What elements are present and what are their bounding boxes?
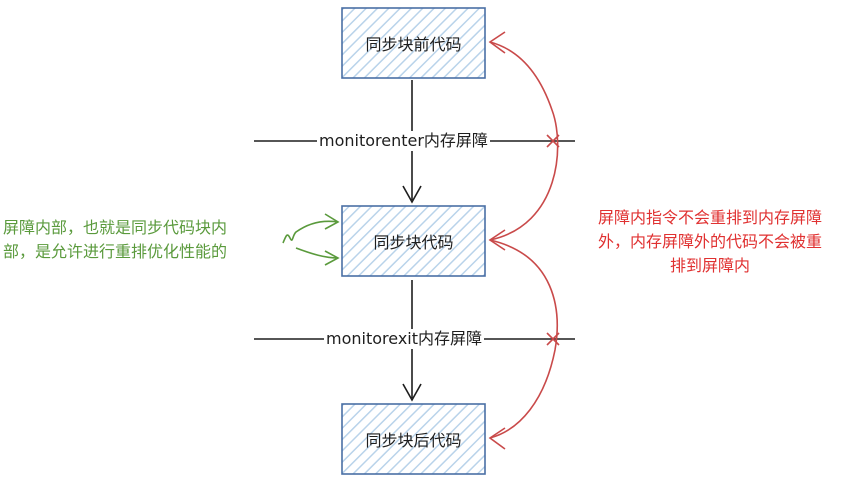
box-inside-label: 同步块代码 bbox=[373, 233, 454, 252]
box-after-label: 同步块后代码 bbox=[365, 431, 462, 450]
exit-barrier-label: monitorexit内存屏障 bbox=[324, 329, 485, 349]
box-inside-shape bbox=[341, 205, 486, 277]
green-note-line1: 屏障内部，也就是同步代码块内 bbox=[3, 218, 228, 237]
box-before-label: 同步块前代码 bbox=[365, 35, 462, 54]
red-note: 屏障内指令不会重排到内存屏障 外，内存屏障外的代码不会被重 排到屏障内 bbox=[572, 206, 848, 278]
box-after: 同步块后代码 bbox=[342, 404, 485, 474]
green-note-line2: 部，是允许进行重排优化性能的 bbox=[3, 242, 228, 261]
red-blocked-arrow-lower bbox=[488, 239, 560, 450]
box-before-shape bbox=[341, 7, 486, 79]
box-after-shape bbox=[341, 403, 486, 475]
red-note-line1: 屏障内指令不会重排到内存屏障 bbox=[597, 208, 822, 227]
green-reorder-arrows bbox=[282, 213, 340, 266]
box-inside: 同步块代码 bbox=[342, 206, 485, 276]
green-note: 屏障内部，也就是同步代码块内 部，是允许进行重排优化性能的 bbox=[3, 216, 227, 264]
red-note-line2: 外，内存屏障外的代码不会被重 bbox=[597, 232, 822, 251]
enter-barrier-label: monitorenter内存屏障 bbox=[317, 131, 490, 151]
red-note-line3: 排到屏障内 bbox=[669, 256, 750, 275]
box-before: 同步块前代码 bbox=[342, 8, 485, 78]
